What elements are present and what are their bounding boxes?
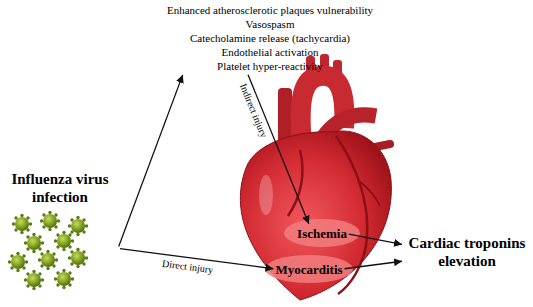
node-text: Endothelial activation [167,45,373,59]
highlight [259,175,273,215]
coronary-vessel [288,150,302,216]
node-text: Myocarditis [275,262,342,277]
virus-particle [68,216,88,236]
edge-label: Direct injury [160,258,216,276]
virus-particle [24,233,44,253]
node-text: Platelet hyper-reactivity [167,59,373,73]
virus-particle [40,211,60,231]
infection-label: Influenza virus infection [2,170,118,282]
mechanism-list: Enhanced atherosclerotic plaques vulnera… [167,3,373,73]
arrow-connector [248,75,309,224]
node-text: Vasospasm [167,17,373,31]
arrow-connector [349,234,402,244]
virus-particles [8,211,88,290]
virus-particle [12,214,32,234]
arrow-connector [119,75,183,247]
myocarditis-label: Myocarditis [275,262,342,277]
virus-particle [54,269,74,289]
virus-particle [24,270,44,290]
edge-label: Indirect injury [237,80,270,141]
node-text: Catecholamine release (tachycardia) [167,31,373,45]
coronary-vessel [358,180,380,206]
arrow-connector [345,261,402,268]
node-text: Ischemia [297,226,347,241]
heart-illustration [240,54,391,300]
highlight [265,255,353,283]
virus-particle [54,231,74,251]
virus-particle [38,250,58,270]
node-text: Enhanced atherosclerotic plaques vulnera… [167,3,373,17]
heart-body [240,131,391,300]
virus-particle [8,252,28,272]
virus-particle [68,248,88,268]
highlight [284,219,360,247]
node-text: Influenza virus infection [2,170,118,206]
ischemia-label: Ischemia [297,226,347,241]
node-text: Cardiac troponins elevation [404,234,530,270]
outcome-label: Cardiac troponins elevation [404,234,530,270]
